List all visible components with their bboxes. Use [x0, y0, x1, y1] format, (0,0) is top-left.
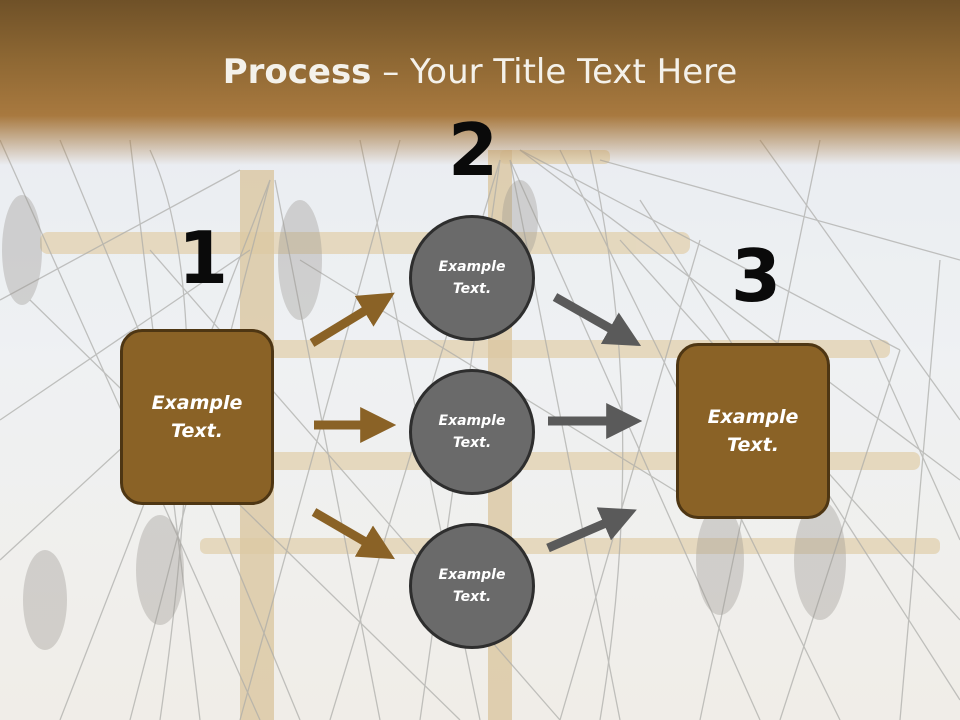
step-3-text: Example Text.: [707, 405, 799, 457]
step-number-2: 2: [448, 108, 499, 192]
step-2-circle-bottom: Example Text.: [409, 523, 535, 649]
arrow-2-top-to-3: [552, 293, 642, 347]
step-1-box: Example Text.: [120, 329, 274, 505]
title-rest: – Your Title Text Here: [371, 52, 738, 92]
arrow-1-to-2-bottom: [311, 508, 396, 560]
step-1-text: Example Text.: [151, 391, 243, 443]
title-band: [0, 0, 960, 165]
step-number-3: 3: [731, 234, 782, 318]
arrow-2-bottom-to-3: [546, 507, 637, 553]
step-2-circle-middle-text: Example Text.: [438, 412, 506, 451]
slide-title: Process – Your Title Text Here: [0, 52, 960, 92]
step-2-circle-bottom-text: Example Text.: [438, 566, 506, 605]
step-2-circle-middle: Example Text.: [409, 369, 535, 495]
arrow-1-to-2-top: [309, 292, 395, 347]
step-3-box: Example Text.: [676, 343, 830, 519]
step-number-1: 1: [178, 216, 229, 300]
title-bold: Process: [222, 52, 372, 92]
step-2-circle-top-text: Example Text.: [438, 258, 506, 297]
step-2-circle-top: Example Text.: [409, 215, 535, 341]
